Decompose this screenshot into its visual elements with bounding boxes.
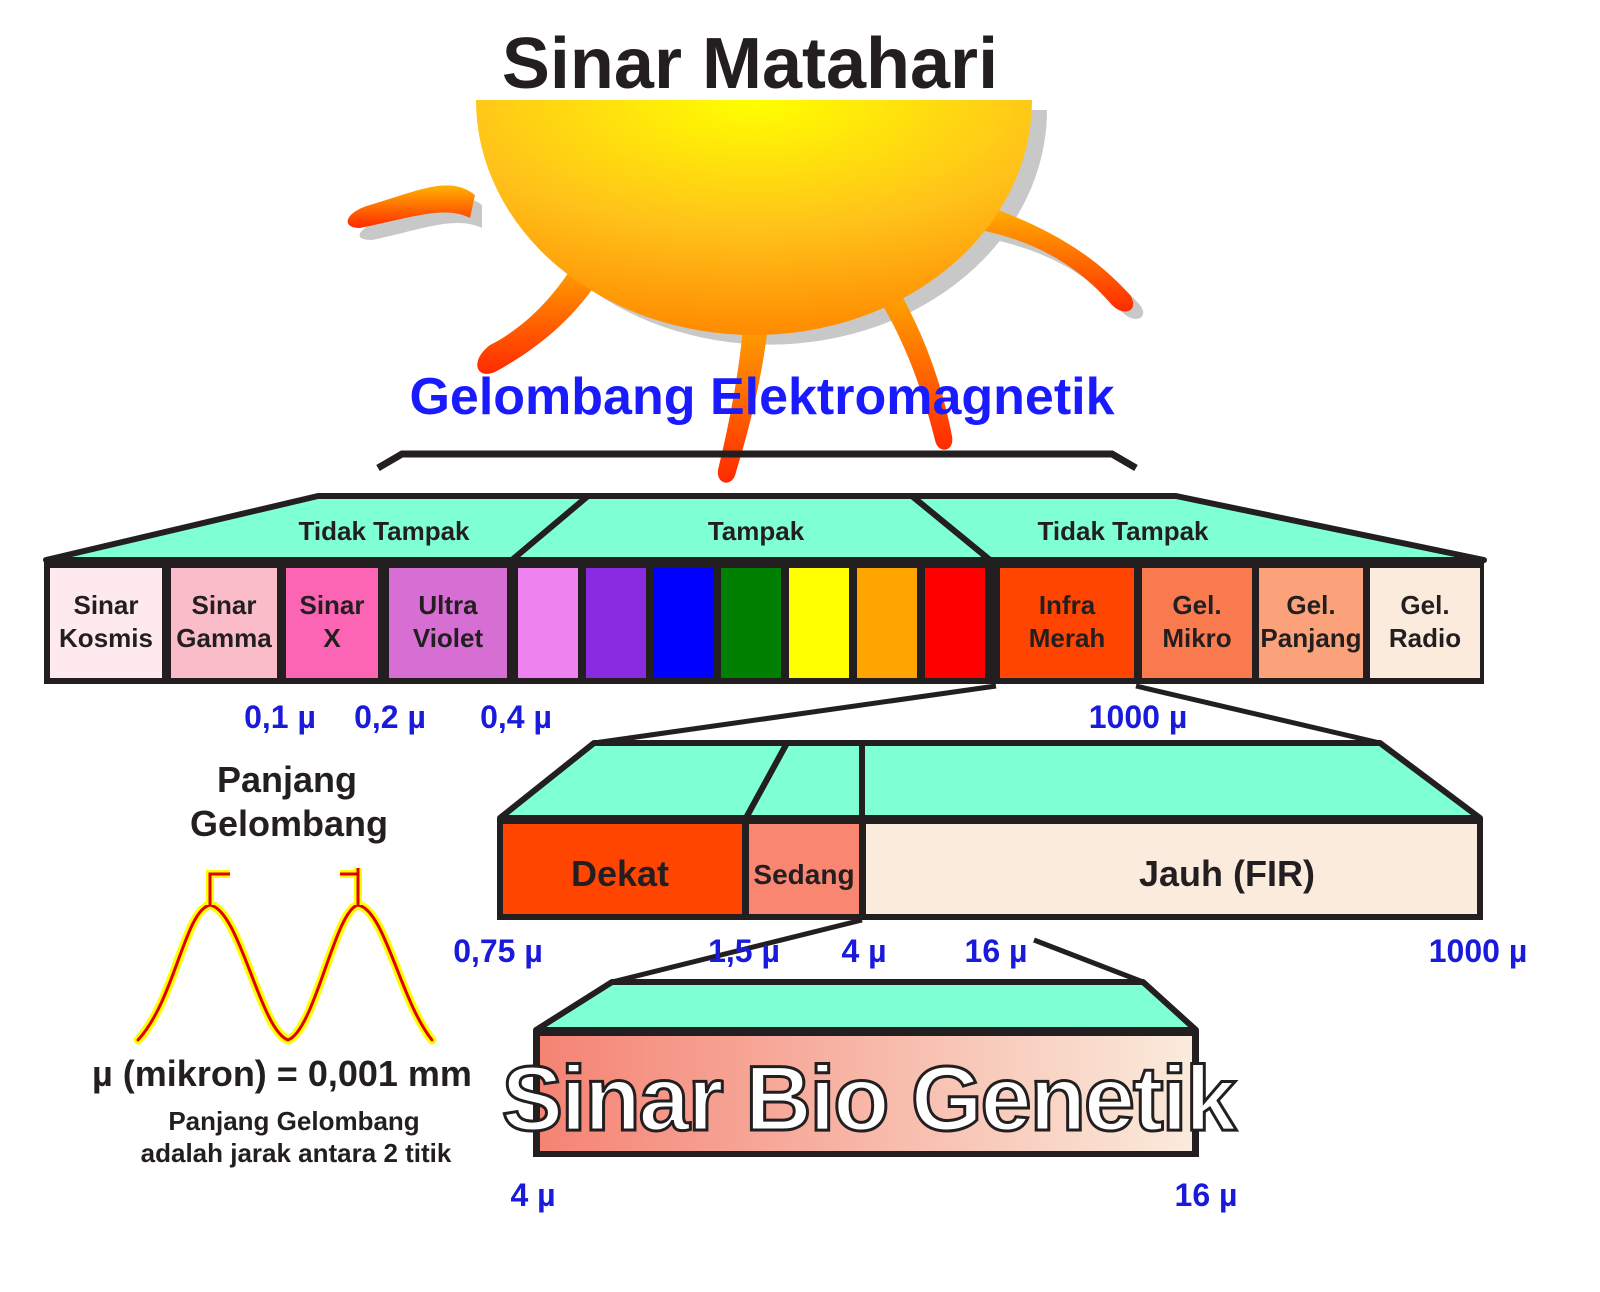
infrared-mid	[749, 824, 859, 914]
spectrum-cell-0-line1: Sinar	[73, 590, 138, 620]
bio-bar	[540, 1036, 1192, 1151]
bio-tick-4: 4 µ	[510, 1177, 555, 1213]
band-label-visible: Tampak	[708, 516, 805, 546]
tick-0-1: 0,1 µ	[244, 699, 316, 735]
diagram-subtitle: Gelombang Elektromagnetik	[409, 368, 1114, 426]
spectrum-cell-0-line2: Kosmis	[59, 623, 153, 653]
visible-color-swatch-0	[518, 568, 578, 678]
infrared-mid-label: Sedang	[753, 859, 854, 890]
spectrum-cell-1-line2: Gamma	[176, 623, 272, 653]
bio-header	[533, 979, 1199, 1033]
spectrum-cell-2-line1: Sinar	[299, 590, 364, 620]
tick-0-4: 0,4 µ	[480, 699, 552, 735]
spectrum-cell-1	[171, 568, 277, 678]
spectrum-right-cell-1	[1142, 568, 1252, 678]
ir-tick-1000: 1000 µ	[1429, 933, 1528, 969]
spectrum-cell-2	[286, 568, 378, 678]
spectrum-cell-3-line1: Ultra	[418, 590, 478, 620]
wavelength-label-line1: Panjang	[217, 759, 357, 800]
tick-1000: 1000 µ	[1089, 699, 1188, 735]
spectrum-right-cell-1-line2: Mikro	[1162, 623, 1231, 653]
spectrum-right-cell-0-line1: Infra	[1039, 590, 1096, 620]
visible-color-swatch-5	[857, 568, 917, 678]
ir-tick-4: 4 µ	[841, 933, 886, 969]
infrared-near	[503, 824, 742, 914]
band-label-invisible-right: Tidak Tampak	[1038, 516, 1210, 546]
ir-tick-16: 16 µ	[965, 933, 1028, 969]
visible-color-swatch-2	[653, 568, 713, 678]
infrared-far	[866, 824, 1477, 914]
sun-icon	[476, 100, 1032, 335]
spectrum-right-cell-3	[1370, 568, 1480, 678]
note-line2: adalah jarak antara 2 titik	[141, 1138, 452, 1168]
sun-rays	[347, 185, 1134, 483]
spectrum-cell-2-line2: X	[323, 623, 341, 653]
visible-color-swatch-6	[925, 568, 985, 678]
wave-icon	[133, 868, 437, 1045]
tick-0-2: 0,2 µ	[354, 699, 426, 735]
spectrum-right-cell-0-line2: Merah	[1029, 623, 1106, 653]
em-bracket	[376, 450, 1138, 472]
visible-color-swatch-3	[721, 568, 781, 678]
spectrum-cell-3-line2: Violet	[413, 623, 484, 653]
spectrum-right-cell-1-line1: Gel.	[1172, 590, 1221, 620]
spectrum-right-cell-0	[1000, 568, 1134, 678]
band-label-invisible-left: Tidak Tampak	[299, 516, 471, 546]
spectrum-right-cell-3-line1: Gel.	[1400, 590, 1449, 620]
infrared-near-label: Dekat	[571, 853, 669, 894]
micron-definition: µ (mikron) = 0,001 mm	[92, 1053, 472, 1094]
note-line1: Panjang Gelombang	[168, 1106, 419, 1136]
zoom-lines-infrared	[593, 683, 1381, 746]
page-title: Sinar Matahari	[502, 24, 998, 104]
ir-tick-1-5: 1,5 µ	[708, 933, 780, 969]
spectrum-cells: SinarKosmisSinarGammaSinarXUltraVioletIn…	[50, 568, 1480, 678]
spectrum-right-cell-2-line1: Gel.	[1286, 590, 1335, 620]
band-headers	[43, 493, 1487, 563]
bio-label: Sinar Bio Genetik	[502, 1048, 1238, 1150]
visible-color-swatch-4	[789, 568, 849, 678]
wavelength-label-line2: Gelombang	[190, 803, 388, 844]
ir-tick-0-75: 0,75 µ	[453, 933, 543, 969]
spectrum-right-cell-2	[1259, 568, 1363, 678]
spectrum-right-cell-3-line2: Radio	[1389, 623, 1461, 653]
zoom-lines-bio	[611, 917, 1144, 985]
infrared-header	[497, 740, 1483, 821]
visible-color-swatch-1	[586, 568, 646, 678]
spectrum-cell-0	[50, 568, 162, 678]
spectrum-cell-1-line1: Sinar	[191, 590, 256, 620]
bio-tick-16: 16 µ	[1175, 1177, 1238, 1213]
spectrum-cell-3	[389, 568, 507, 678]
spectrum-right-cell-2-line2: Panjang	[1260, 623, 1361, 653]
infrared-far-label: Jauh (FIR)	[1139, 853, 1315, 894]
